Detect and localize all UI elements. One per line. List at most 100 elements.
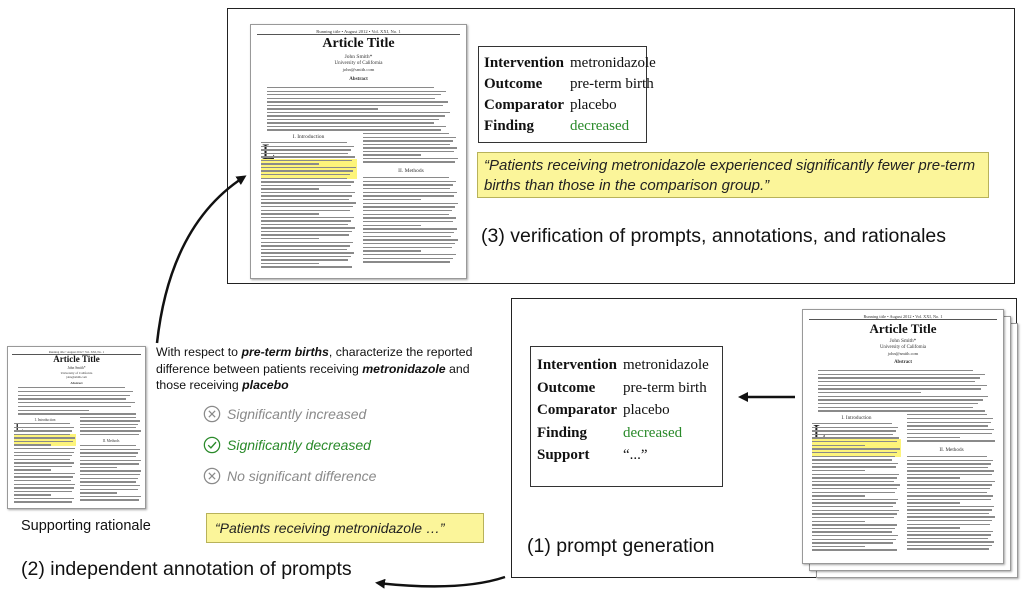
text-line xyxy=(907,548,989,550)
text-line xyxy=(261,255,352,258)
text-line xyxy=(267,101,449,103)
text-line xyxy=(812,498,899,501)
text-line xyxy=(907,477,961,479)
text-line xyxy=(267,87,434,89)
text-line xyxy=(907,432,992,435)
paper-document-small: Running title • August 2012 • Vol. XXI, … xyxy=(7,346,146,509)
x-circle-icon xyxy=(203,405,221,423)
caption-step2: (2) independent annotation of prompts xyxy=(21,558,352,580)
text-line xyxy=(261,252,355,254)
text-line xyxy=(261,177,348,179)
rationale-quote-short: “Patients receiving metronidazole …” xyxy=(206,513,484,543)
text-line xyxy=(261,262,319,265)
paper-title: Article Title xyxy=(53,354,100,364)
text-line xyxy=(261,227,356,229)
text-line xyxy=(363,261,451,263)
text-line xyxy=(812,430,896,432)
text-line xyxy=(907,480,996,483)
text-line xyxy=(818,370,973,372)
paper-email: john@smith.com xyxy=(66,375,87,379)
right-column-text-a xyxy=(363,133,459,165)
text-line xyxy=(363,177,450,179)
text-line xyxy=(818,392,922,394)
text-line xyxy=(261,145,355,147)
paper-author: John Smith* xyxy=(67,366,86,370)
text-line xyxy=(818,395,989,398)
text-line xyxy=(261,174,351,176)
question-comparator: placebo xyxy=(242,378,289,392)
text-line xyxy=(14,480,72,482)
text-line xyxy=(363,213,450,216)
text-line xyxy=(363,239,459,241)
text-line xyxy=(261,266,353,268)
text-line xyxy=(812,480,894,483)
text-line xyxy=(261,181,355,183)
text-line xyxy=(261,184,352,187)
text-line xyxy=(812,538,896,540)
text-line xyxy=(18,409,90,411)
section-introduction: I. Introduction xyxy=(34,418,56,422)
text-line xyxy=(907,523,990,525)
option-no-significant-difference[interactable]: No significant difference xyxy=(203,467,376,485)
text-line xyxy=(18,402,135,404)
text-line xyxy=(261,223,349,226)
text-line xyxy=(80,466,118,469)
text-line xyxy=(907,527,961,529)
option-significantly-decreased[interactable]: Significantly decreased xyxy=(203,436,371,454)
text-line xyxy=(812,473,900,475)
text-line xyxy=(907,484,993,486)
text-line xyxy=(818,373,985,376)
section-introduction: I. Introduction xyxy=(292,134,325,140)
text-line xyxy=(14,472,75,475)
paper-running-head: Running title • August 2012 • Vol. XXI, … xyxy=(12,350,141,355)
text-line xyxy=(14,483,76,485)
text-line xyxy=(907,495,994,497)
option-significantly-increased[interactable]: Significantly increased xyxy=(203,405,366,423)
abstract-text xyxy=(818,370,990,414)
text-line xyxy=(907,440,996,442)
text-line xyxy=(80,481,136,483)
text-line xyxy=(261,216,355,219)
text-line xyxy=(907,520,993,522)
text-line xyxy=(907,488,990,490)
text-line xyxy=(18,387,126,389)
text-line xyxy=(363,257,454,260)
section-methods: II. Methods xyxy=(102,439,120,443)
text-line xyxy=(363,140,454,142)
paper-abstract-heading: Abstract xyxy=(70,381,83,385)
text-line xyxy=(907,425,988,427)
text-line xyxy=(812,506,893,508)
text-line xyxy=(363,147,458,149)
text-line xyxy=(812,462,899,465)
text-line xyxy=(80,417,136,419)
text-line xyxy=(14,447,76,450)
text-line xyxy=(14,476,73,478)
text-line xyxy=(261,188,319,190)
arrow-step2-to-step3 xyxy=(155,175,247,344)
text-line xyxy=(80,488,139,490)
text-line xyxy=(363,154,421,156)
text-line xyxy=(363,195,455,197)
right-column-text-b xyxy=(363,177,459,265)
paper-abstract-heading: Abstract xyxy=(349,77,368,82)
text-line xyxy=(907,456,988,458)
caption-step3: (3) verification of prompts, annotations… xyxy=(481,225,947,247)
paper-affiliation: University of California xyxy=(879,345,927,350)
text-line xyxy=(363,250,421,252)
text-line xyxy=(818,399,984,401)
text-line xyxy=(363,206,456,208)
paper-affiliation: University of California xyxy=(60,371,93,375)
rationale-quote-full: “Patients receiving metronidazole experi… xyxy=(477,152,989,198)
text-line xyxy=(812,524,898,526)
text-line xyxy=(363,246,453,249)
text-line xyxy=(907,463,991,465)
text-line xyxy=(14,433,71,436)
text-line xyxy=(812,484,901,486)
text-line xyxy=(907,502,961,504)
text-line xyxy=(261,238,319,240)
text-line xyxy=(363,143,451,146)
text-line xyxy=(812,451,898,454)
